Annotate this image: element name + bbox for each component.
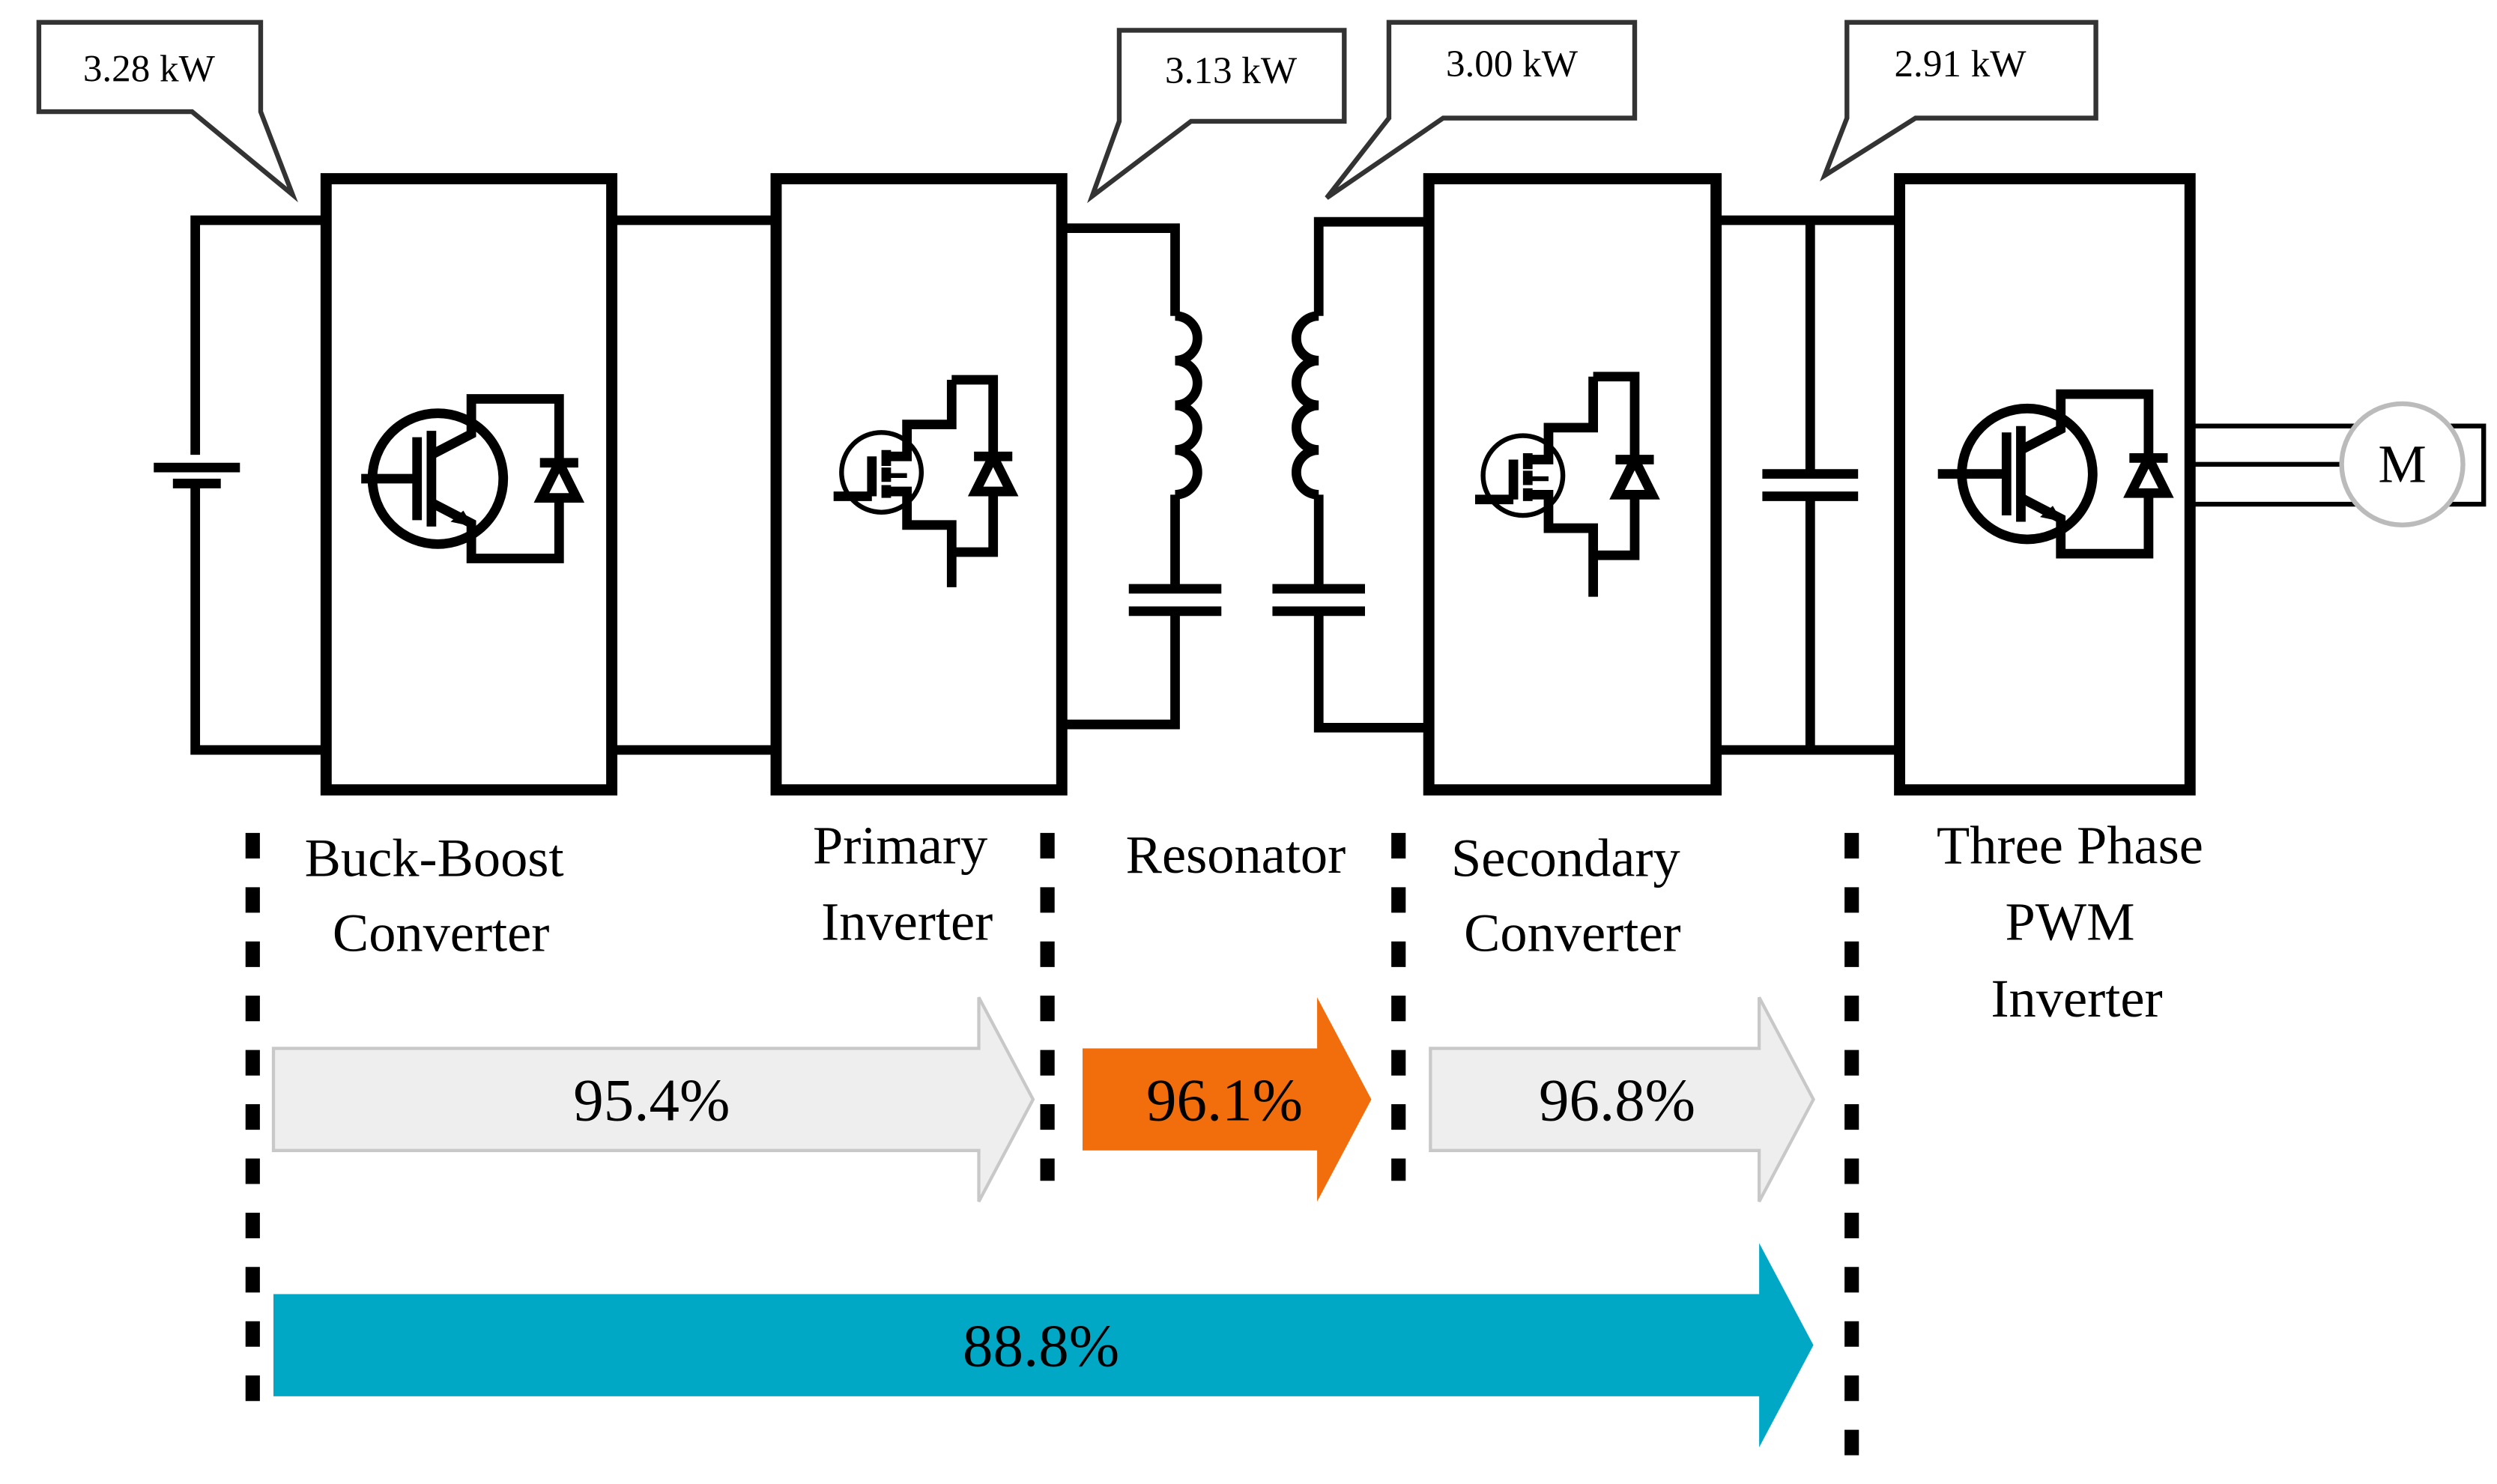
motor-label: M bbox=[2378, 433, 2426, 494]
igbt-symbol bbox=[1937, 389, 2174, 559]
three-phase-inverter-block bbox=[1894, 173, 2196, 796]
callout-input: 3.28 kW bbox=[36, 19, 298, 203]
efficiency-resonator-value: 96.1% bbox=[1146, 1066, 1303, 1133]
motor-icon: M bbox=[2339, 401, 2466, 528]
callout-primary-output-label: 3.13 kW bbox=[1165, 49, 1298, 92]
primary-inverter-block bbox=[770, 173, 1068, 796]
efficiency-arrows: 95.4% 96.1% 96.8% 88.8% bbox=[271, 996, 1815, 1448]
primary-coil bbox=[1175, 311, 1202, 500]
efficiency-secondary-value: 96.8% bbox=[1539, 1066, 1695, 1133]
efficiency-total-value: 88.8% bbox=[963, 1312, 1119, 1379]
efficiency-arrow-shape bbox=[1082, 997, 1372, 1202]
circuit-wiring bbox=[154, 215, 2487, 755]
stage-dividers bbox=[245, 832, 1859, 1461]
block-labels: Buck-Boost Converter Primary Inverter Re… bbox=[305, 814, 2217, 1028]
callout-dc-link: 2.91 kW bbox=[1819, 19, 2098, 182]
secondary-coil bbox=[1292, 311, 1319, 500]
efficiency-arrow-shape bbox=[1429, 996, 1815, 1202]
three-phase-label: Three Phase PWM Inverter bbox=[1937, 814, 2217, 1028]
efficiency-arrow-shape bbox=[271, 996, 1035, 1202]
callout-input-label: 3.28 kW bbox=[83, 48, 216, 91]
callout-primary-output: 3.13 kW bbox=[1087, 28, 1347, 204]
buck-boost-label: Buck-Boost Converter bbox=[305, 827, 578, 963]
efficiency-arrow-shape bbox=[273, 1243, 1814, 1448]
igbt-symbol bbox=[361, 394, 585, 563]
callout-dc-link-label: 2.91 kW bbox=[1895, 43, 2027, 85]
efficiency-buck-primary-value: 95.4% bbox=[573, 1066, 730, 1133]
callout-secondary-input: 3.00 kW bbox=[1325, 19, 1638, 200]
primary-inverter-label: Primary Inverter bbox=[813, 814, 1001, 951]
efficiency-arrow-total: 88.8% bbox=[273, 1243, 1814, 1448]
efficiency-arrow-resonator: 96.1% bbox=[1082, 997, 1372, 1202]
secondary-converter-block bbox=[1423, 173, 1722, 796]
mosfet-symbol bbox=[833, 375, 1019, 587]
efficiency-arrow-buck-primary: 95.4% bbox=[271, 996, 1035, 1202]
buck-boost-block bbox=[320, 173, 618, 796]
mosfet-symbol bbox=[1474, 372, 1660, 597]
resonator-label: Resonator bbox=[1126, 824, 1346, 885]
efficiency-arrow-secondary: 96.8% bbox=[1429, 996, 1815, 1202]
secondary-converter-label: Secondary Converter bbox=[1451, 827, 1694, 963]
callout-secondary-input-label: 3.00 kW bbox=[1446, 43, 1579, 85]
